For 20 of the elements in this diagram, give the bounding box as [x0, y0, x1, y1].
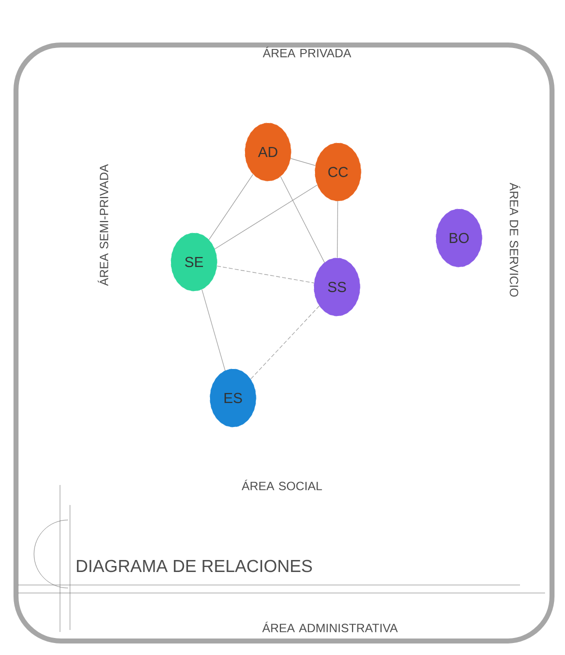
- diagram-title: DIAGRAMA DE RELACIONES: [76, 560, 312, 572]
- bubble-node: ES: [210, 368, 256, 428]
- bubble-node: CC: [314, 142, 362, 202]
- area-label: ÁREA SEMI-PRIVADA: [98, 164, 108, 286]
- connector-line: [214, 184, 318, 250]
- bubble-node: AD: [244, 122, 292, 182]
- area-label: ÁREA SOCIAL: [242, 480, 322, 490]
- area-label: ÁREA DE SERVICIO: [510, 182, 520, 297]
- connector-line: [290, 158, 316, 166]
- connector-line: [280, 176, 325, 263]
- bubble-node: BO: [436, 208, 482, 268]
- area-label: ÁREA PRIVADA: [262, 46, 352, 58]
- connector-line: [202, 289, 226, 371]
- connector-line: [208, 174, 254, 240]
- connector-line: [250, 306, 320, 380]
- connector-line: [336, 200, 338, 258]
- area-label: ÁREA ADMINISTRATIVA: [262, 622, 398, 632]
- bubble-node: SE: [170, 232, 218, 292]
- bubble-node: SS: [314, 258, 360, 316]
- connector-line: [216, 266, 314, 284]
